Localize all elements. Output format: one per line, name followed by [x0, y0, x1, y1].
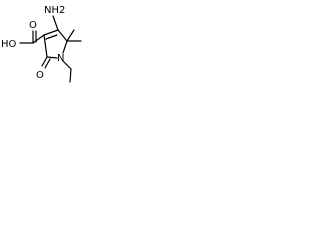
bond-c4-amine: [52, 15, 59, 31]
ring-bond-c5-n1: [62, 40, 68, 54]
ring-bond-c3-c4: [43, 29, 59, 36]
carboxyl-hydroxyl-label: HO: [1, 39, 17, 50]
ring-bond-c3-c4-double: [45, 34, 58, 40]
pyrrolinone-ring: [43, 29, 68, 59]
bond-c3-carboxyl: [32, 34, 45, 44]
amine-label: NH2: [44, 5, 65, 16]
ring-carbonyl-bond-a: [41, 56, 48, 67]
carboxyl-oxygen-label: O: [29, 20, 37, 31]
ring-bond-n1-c2: [46, 56, 58, 59]
ring-carbonyl-oxygen-label: O: [36, 70, 44, 81]
ethyl-bond-1: [62, 60, 72, 70]
methyl-bond-upper: [66, 29, 75, 42]
ring-bond-c2-c3: [43, 34, 48, 58]
chemical-structure-diagram: NH2 N O O HO: [1, 5, 82, 83]
ring-bond-c4-c5: [57, 29, 68, 42]
ring-carbonyl-bond-b: [44, 58, 51, 69]
ethyl-bond-2: [69, 68, 72, 83]
ring-nitrogen-label: N: [57, 53, 64, 64]
